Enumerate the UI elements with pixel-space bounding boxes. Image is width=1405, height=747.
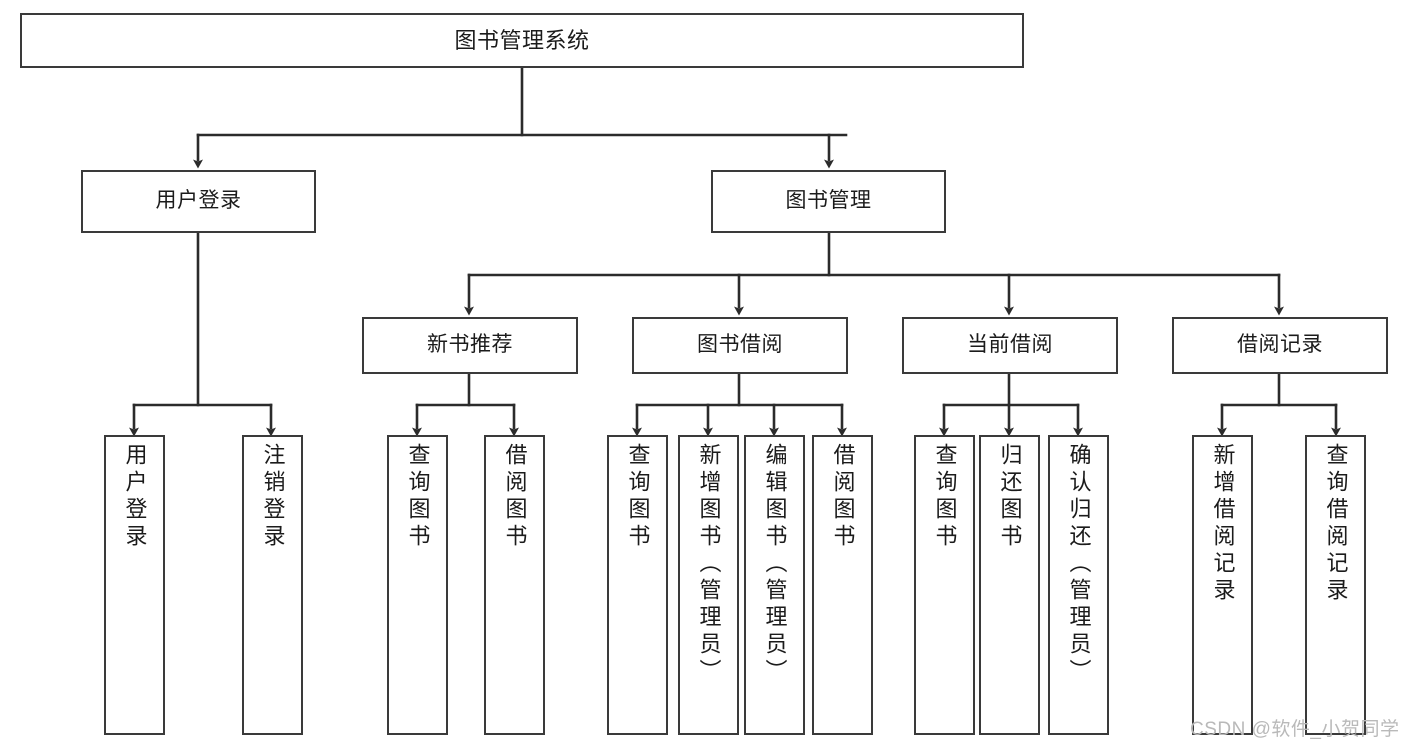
node-label: 查询图书 [625,443,651,551]
node-label: 借阅图书 [502,443,528,551]
node-label: 归还图书 [997,443,1023,551]
node-label: 新书推荐 [427,333,513,357]
node-label: 用户登录 [122,443,148,551]
node-borrow-record[interactable]: 借阅记录 [1172,317,1388,374]
leaf-recommend-borrow-book[interactable]: 借阅图书 [484,435,545,735]
node-current-borrow[interactable]: 当前借阅 [902,317,1118,374]
node-user-login[interactable]: 用户登录 [81,170,316,233]
leaf-current-query-book[interactable]: 查询图书 [914,435,975,735]
node-new-book-recommend[interactable]: 新书推荐 [362,317,578,374]
node-label: 编辑图书（管理员） [762,443,788,686]
node-label: 用户登录 [155,189,242,213]
node-book-management[interactable]: 图书管理 [711,170,946,233]
node-label: 借阅图书 [830,443,856,551]
node-book-borrow[interactable]: 图书借阅 [632,317,848,374]
leaf-current-confirm-return-admin[interactable]: 确认归还（管理员） [1048,435,1109,735]
leaf-recommend-query-book[interactable]: 查询图书 [387,435,448,735]
leaf-user-login-logout[interactable]: 注销登录 [242,435,303,735]
node-label: 图书借阅 [697,333,783,357]
leaf-current-return-book[interactable]: 归还图书 [979,435,1040,735]
node-label: 查询图书 [405,443,431,551]
node-label: 新增借阅记录 [1210,443,1236,605]
leaf-borrow-query-book[interactable]: 查询图书 [607,435,668,735]
node-label: 图书管理 [785,189,872,213]
node-label: 借阅记录 [1237,333,1323,357]
node-label: 图书管理系统 [454,27,590,53]
node-label: 查询借阅记录 [1323,443,1349,605]
leaf-record-query-record[interactable]: 查询借阅记录 [1305,435,1366,735]
node-root-system[interactable]: 图书管理系统 [20,13,1024,68]
leaf-record-add-record[interactable]: 新增借阅记录 [1192,435,1253,735]
node-label: 当前借阅 [967,333,1053,357]
csdn-watermark: CSDN @软件_小贺同学 [1190,719,1400,740]
leaf-borrow-add-book-admin[interactable]: 新增图书（管理员） [678,435,739,735]
node-label: 新增图书（管理员） [696,443,722,686]
leaf-borrow-edit-book-admin[interactable]: 编辑图书（管理员） [744,435,805,735]
node-label: 确认归还（管理员） [1066,443,1092,686]
node-label: 注销登录 [260,443,286,551]
node-label: 查询图书 [932,443,958,551]
leaf-borrow-borrow-book[interactable]: 借阅图书 [812,435,873,735]
leaf-user-login-login[interactable]: 用户登录 [104,435,165,735]
